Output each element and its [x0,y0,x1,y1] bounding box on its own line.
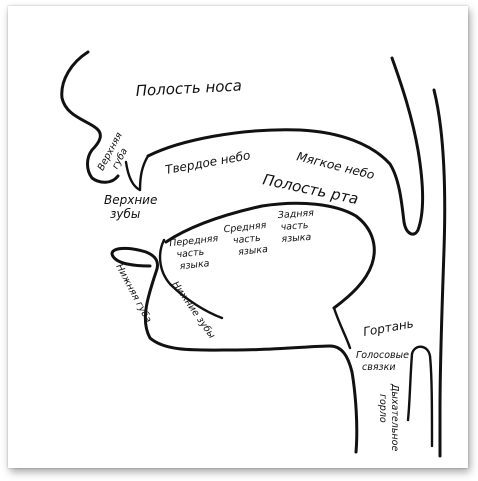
larynx-front-line [334,308,350,348]
upper-teeth-line [126,156,148,190]
label-back-tongue: Задняя часть языка [277,207,319,245]
label-mid-tongue: Средняя часть языка [223,220,272,260]
label-lower-teeth: Нижние зубы [170,279,218,341]
label-vocal-cords: Голосовые связки [356,350,412,373]
pharynx-back-line [434,90,445,456]
label-nasal-cavity: Полость носа [135,76,242,100]
label-larynx: Гортань [362,316,415,339]
label-soft-palate: Мягкое небо [295,149,376,182]
lower-lip-chin-line [112,248,357,452]
label-hard-palate: Твердое небо [164,148,251,177]
label-windpipe: Дыхательное горло [377,383,400,454]
windpipe-line [408,347,432,446]
label-upper-teeth: Верхние зубы [104,193,161,221]
label-lower-lip: Нижняя губа [113,262,153,325]
label-front-tongue: Передняя часть языка [169,233,224,273]
